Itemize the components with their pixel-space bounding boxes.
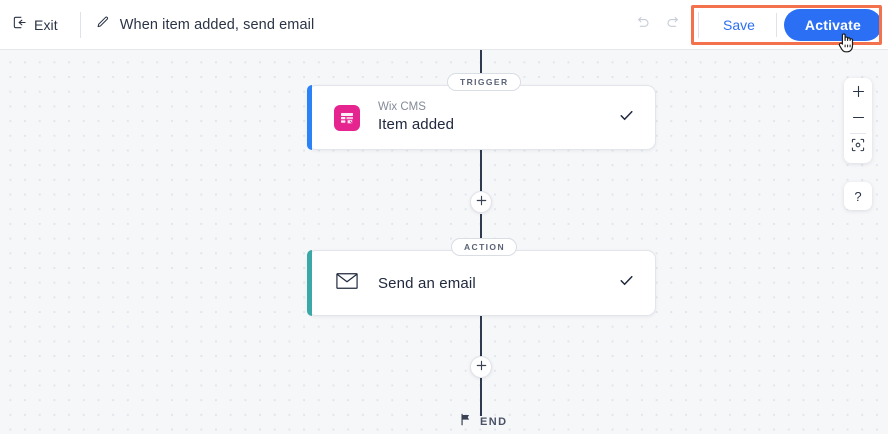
action-node-card[interactable]: Send an email	[307, 250, 656, 316]
end-label: END	[480, 416, 508, 428]
action-badge: ACTION	[451, 238, 517, 256]
zoom-in-button[interactable]	[844, 81, 872, 107]
plus-icon	[476, 193, 487, 211]
undo-button[interactable]	[628, 10, 658, 40]
undo-arrow-icon	[635, 14, 651, 35]
fit-to-screen-button[interactable]	[844, 134, 872, 160]
action-accent-bar	[307, 250, 312, 316]
minus-icon	[852, 111, 865, 129]
connector-line-1	[480, 150, 482, 194]
envelope-icon	[336, 272, 358, 295]
header-divider	[79, 11, 81, 38]
trigger-badge: TRIGGER	[447, 73, 521, 91]
header-left-group: Exit When item added, send email	[0, 0, 314, 49]
exit-arrow-icon	[12, 15, 27, 35]
action-node-body: Send an email	[308, 272, 655, 295]
action-text-group: Send an email	[378, 275, 618, 292]
connector-line-3	[480, 316, 482, 358]
redo-button[interactable]	[658, 10, 688, 40]
header-divider-2	[698, 11, 699, 38]
trigger-node-card[interactable]: Wix CMS Item added	[307, 85, 656, 150]
plus-icon	[476, 358, 487, 376]
zoom-out-button[interactable]	[844, 107, 872, 133]
trigger-icon-slot	[332, 104, 362, 131]
action-title: Send an email	[378, 274, 476, 292]
question-mark-icon: ?	[854, 188, 862, 204]
toolbar-separator	[850, 133, 866, 134]
connector-line-2	[480, 214, 482, 246]
trigger-app-name: Wix CMS	[378, 101, 426, 113]
trigger-node-body: Wix CMS Item added	[308, 100, 655, 135]
pencil-icon[interactable]	[95, 15, 110, 35]
trigger-text-group: Wix CMS Item added	[378, 100, 618, 135]
exit-label: Exit	[34, 16, 58, 33]
header-right-group: Save Activate	[628, 0, 888, 49]
exit-button[interactable]: Exit	[0, 9, 68, 41]
flag-icon	[459, 413, 472, 431]
connector-line-top	[480, 50, 482, 80]
redo-arrow-icon	[665, 14, 681, 35]
activate-button[interactable]: Activate	[783, 8, 882, 41]
top-header-bar: Exit When item added, send email	[0, 0, 888, 50]
end-node: END	[459, 413, 507, 431]
help-button[interactable]: ?	[844, 182, 872, 210]
add-step-button-1[interactable]	[470, 191, 492, 213]
wix-cms-icon	[334, 104, 360, 131]
connector-line-4	[480, 378, 482, 416]
trigger-accent-bar	[307, 85, 312, 150]
action-status-check-icon	[618, 272, 635, 294]
save-button[interactable]: Save	[709, 11, 769, 39]
automation-title-group[interactable]: When item added, send email	[95, 15, 315, 35]
trigger-status-check-icon	[618, 107, 635, 129]
fit-to-screen-icon	[851, 138, 865, 157]
add-step-button-2[interactable]	[470, 356, 492, 378]
flow-canvas[interactable]: TRIGGER	[0, 50, 888, 434]
page-title: When item added, send email	[119, 16, 315, 33]
plus-icon	[852, 85, 865, 103]
trigger-title: Item added	[378, 116, 455, 133]
header-divider-3	[775, 12, 777, 37]
canvas-zoom-toolbar	[844, 78, 872, 163]
action-icon-slot	[332, 272, 362, 295]
